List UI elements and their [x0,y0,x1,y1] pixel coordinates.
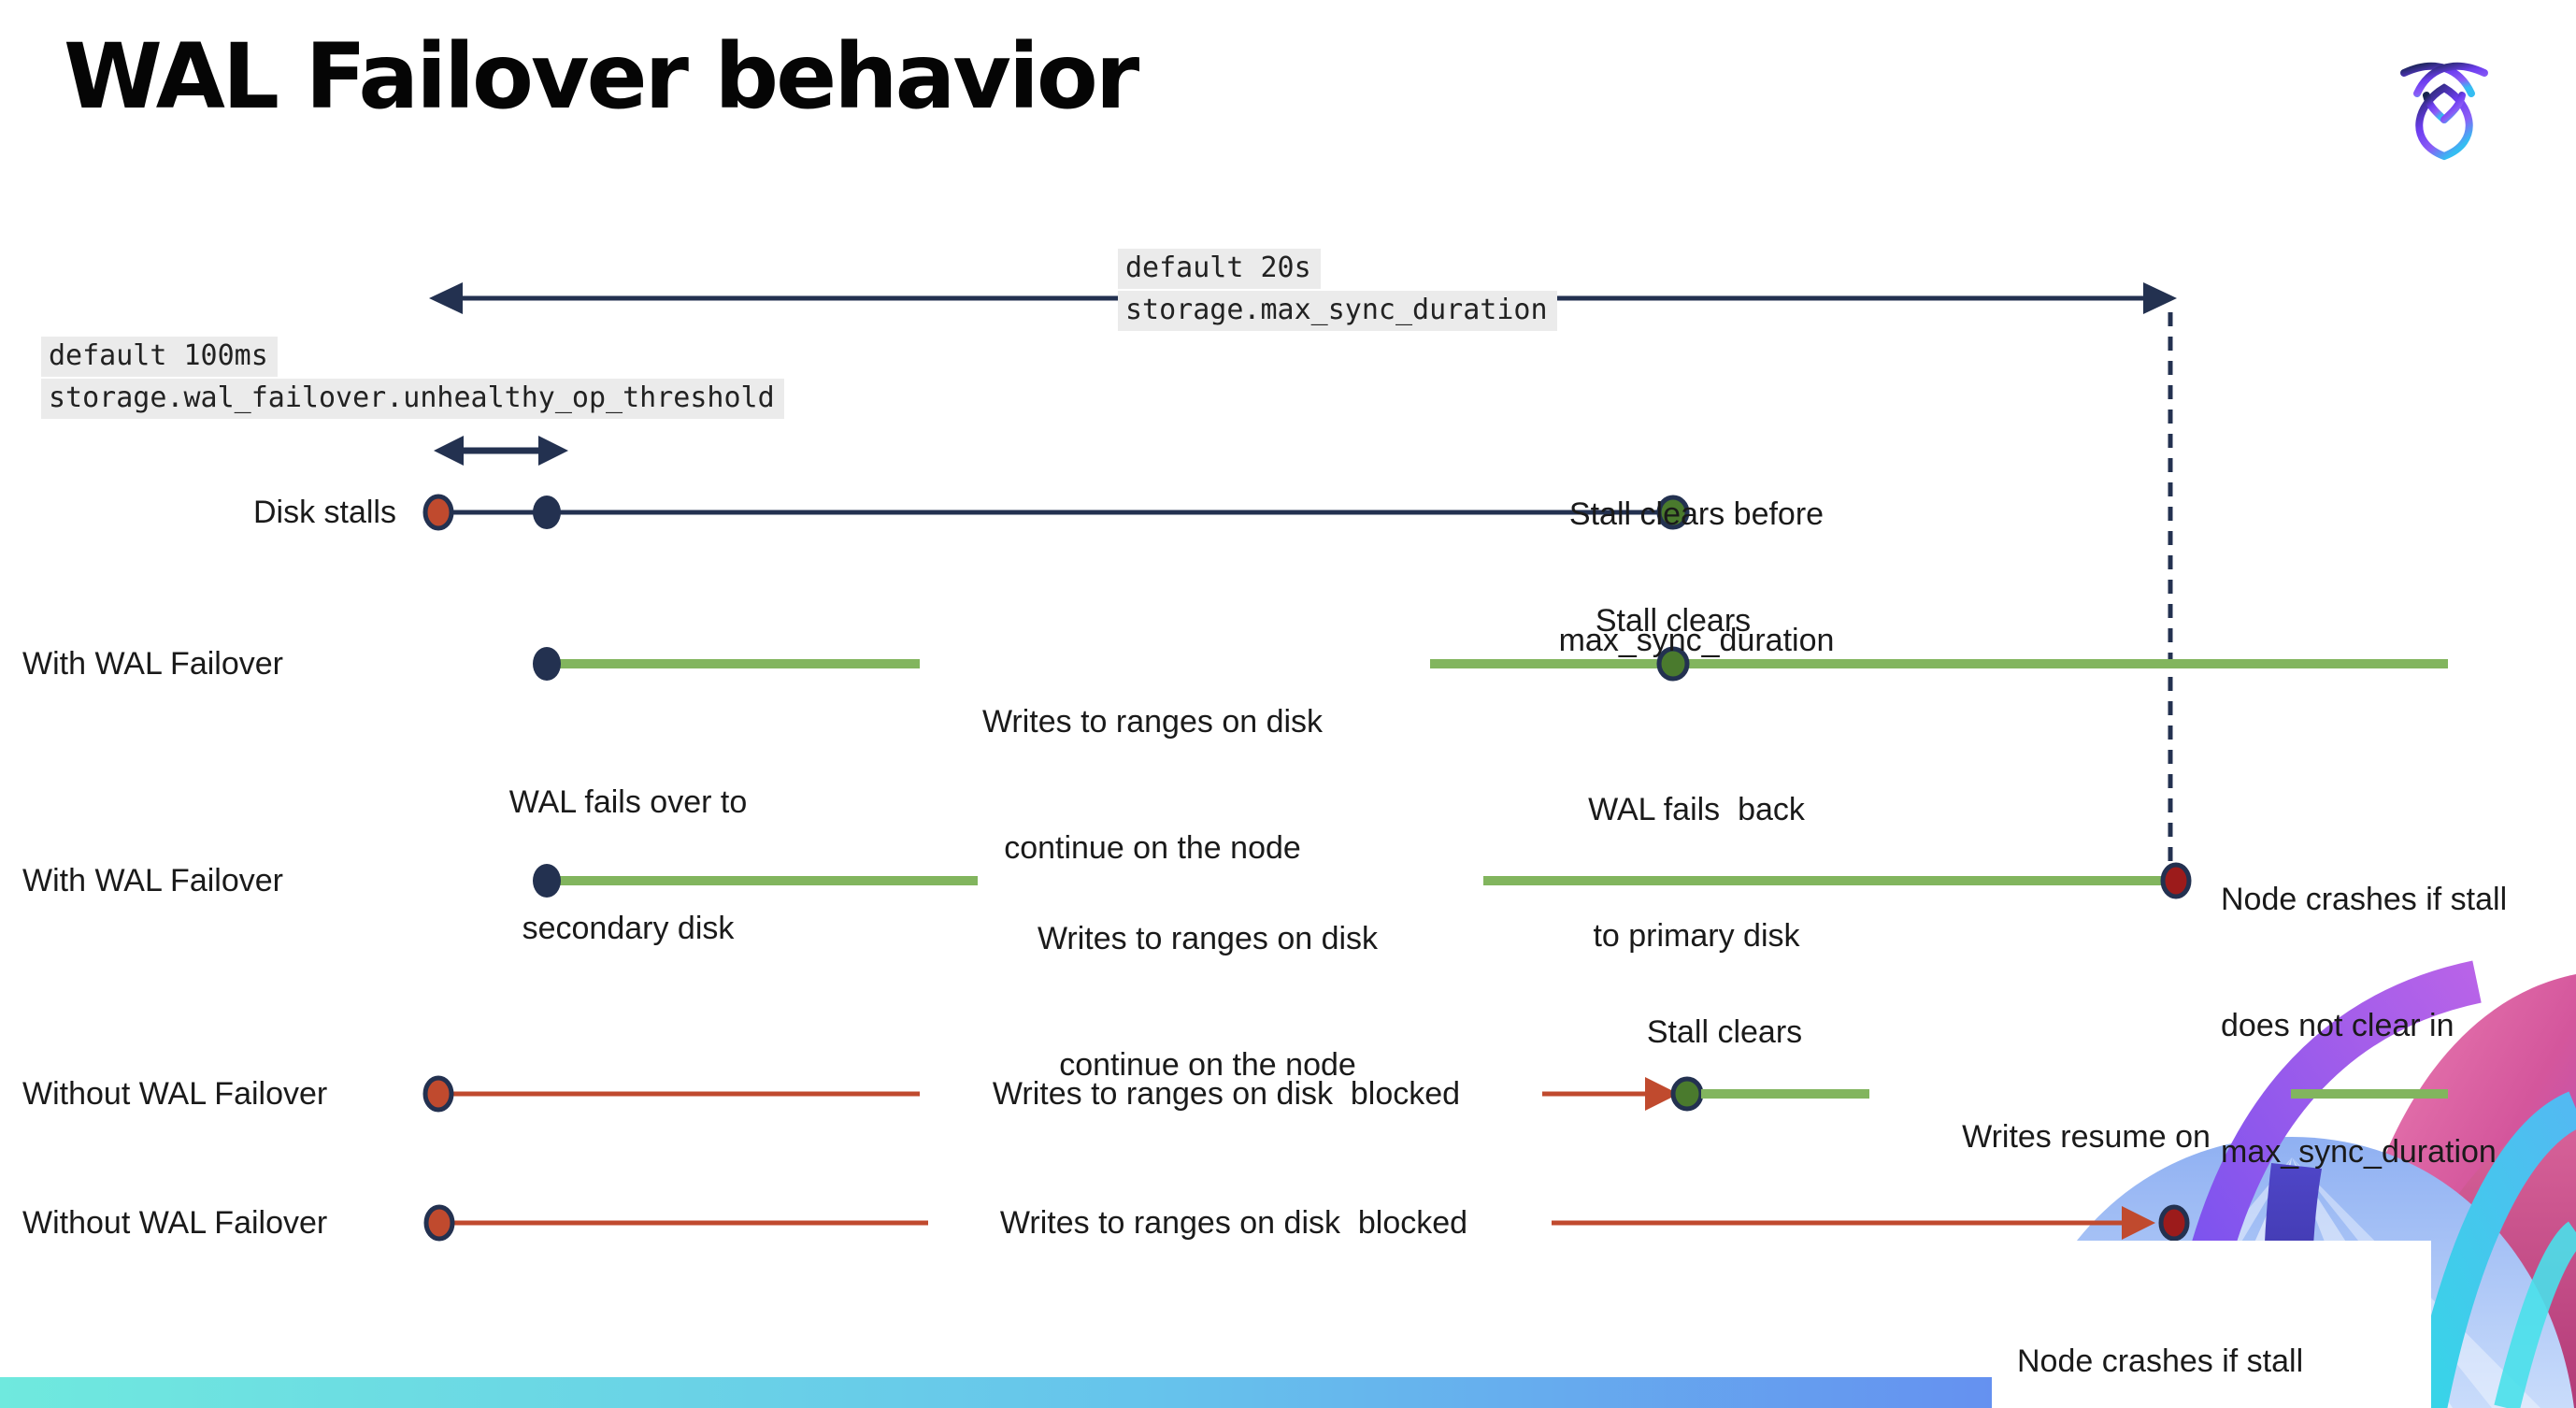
caption-writes-blocked-2: Writes to ranges on disk blocked [999,1205,1468,1241]
timeline-without-wal-failover-crash [423,1204,2190,1242]
caption-wal-fails-over: WAL fails over to secondary disk [509,697,747,1034]
threshold-reached-dot [533,496,561,529]
caption-line: WAL fails over to [508,784,748,820]
node-crash-dot [2158,1204,2190,1242]
caption-line: Stall clears before [1568,496,1825,532]
caption-stall-clears-row4: Stall clears [1646,1014,1803,1050]
caption-line: to primary disk [1593,918,1800,954]
unhealthy-op-threshold-annotation: default 100ms storage.wal_failover.unhea… [41,337,784,421]
stall-clears-dot [1656,495,1690,530]
row-label-without-wal-failover-2: Without WAL Failover [22,1205,328,1241]
setting-default-value: default 100ms [41,337,278,377]
row-label-with-wal-failover-1: With WAL Failover [22,646,283,682]
caption-line: WAL fails back [1588,792,1805,827]
threshold-arrow [434,436,568,466]
setting-name: storage.max_sync_duration [1118,291,1557,331]
caption-line: Node crashes if stall [2017,1343,2304,1379]
node-crash-dot [2160,862,2192,899]
timeline-disk-stalls [422,494,1690,531]
caption-writes-continue-1: Writes to ranges on disk continue on the… [982,617,1323,954]
caption-wal-fails-back: WAL fails back to primary disk [1588,705,1805,1042]
caption-writes-blocked-1: Writes to ranges on disk blocked [992,1076,1461,1112]
row-label-without-wal-failover-1: Without WAL Failover [22,1076,328,1112]
timeline-without-wal-failover-clears [422,1075,2448,1113]
disk-stall-start-dot [423,1204,455,1242]
caption-line: Writes to ranges on disk [1037,921,1379,956]
caption-line: Node crashes if stall [2221,882,2508,917]
failover-dot [533,864,561,898]
timeline-with-wal-failover-crash [533,862,2192,899]
timeline-with-wal-failover-clears [533,646,2448,682]
caption-stall-clears-before: Stall clears before max_sync_duration [1559,409,1835,746]
caption-stall-clears-row2: Stall clears [1595,603,1752,639]
row-label-disk-stalls: Disk stalls [252,495,396,530]
caption-line: Writes to ranges on disk [981,704,1324,740]
max-sync-duration-annotation: default 20s storage.max_sync_duration [1118,249,1557,333]
caption-node-crashes-row5: Node crashes if stall does not clear in … [1992,1241,2431,1408]
blocked-arrowhead [2122,1206,2155,1240]
caption-line: secondary disk [522,911,735,946]
caption-node-crashes-row3: Node crashes if stall does not clear in … [2221,795,2507,1257]
setting-default-value: default 20s [1118,249,1321,289]
caption-line: max_sync_duration [1558,623,1835,658]
setting-name: storage.wal_failover.unhealthy_op_thresh… [41,379,784,419]
row-label-with-wal-failover-2: With WAL Failover [22,863,283,898]
caption-node-crashes-row5-box: Node crashes if stall does not clear in … [1992,1241,2431,1408]
disk-stall-start-dot [422,1075,454,1113]
caption-line: does not clear in [2221,1008,2454,1043]
failover-dot [533,647,561,681]
caption-line: Writes resume on [1962,1119,2211,1155]
blocked-arrowhead [1645,1077,1679,1111]
caption-writes-continue-2: Writes to ranges on disk continue on the… [1038,834,1378,1171]
caption-line: continue on the node [1004,830,1301,866]
cockroach-labs-logo-icon [2400,62,2488,161]
disk-stall-start-dot [422,494,454,531]
caption-line: max_sync_duration [2221,1134,2497,1170]
caption-line: continue on the node [1059,1047,1356,1083]
page-title: WAL Failover behavior [64,24,1139,129]
stall-clears-dot [1656,646,1690,682]
